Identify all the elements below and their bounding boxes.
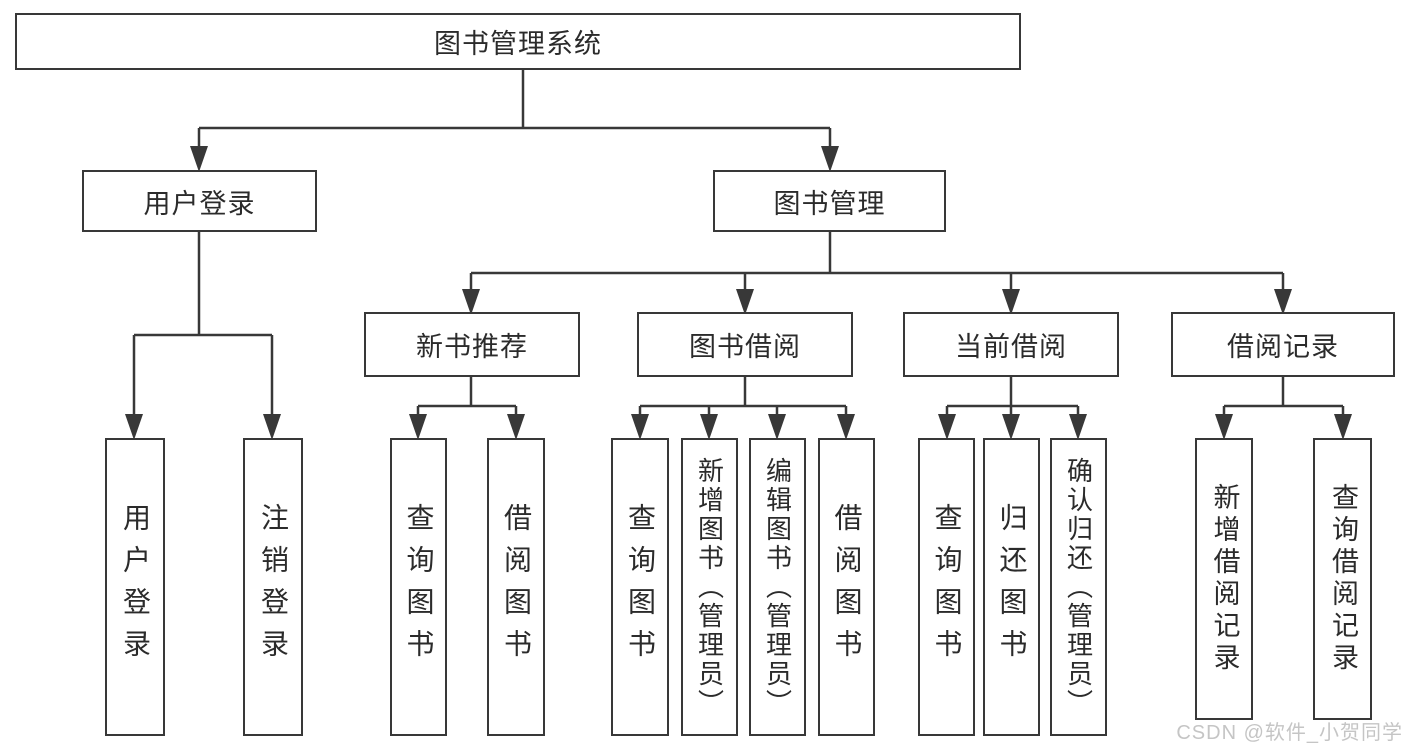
csdn-watermark: CSDN @软件_小贺同学 [1176, 722, 1403, 744]
leaf-return-books: 归还图书 [983, 438, 1040, 736]
node-user-login: 用户登录 [82, 170, 317, 232]
node-current-borrowing-label: 当前借阅 [955, 332, 1067, 362]
leaf-search-borrow-record: 查询借阅记录 [1313, 438, 1372, 720]
leaf-confirm-return-admin: 确认归还（管理员） [1050, 438, 1107, 736]
node-book-borrowing: 图书借阅 [637, 312, 853, 377]
leaf-borrow-books: 借阅图书 [818, 438, 875, 736]
node-library-system: 图书管理系统 [15, 13, 1021, 70]
leaf-search-books-recommend: 查询图书 [390, 438, 447, 736]
leaf-search-books-borrow: 查询图书 [611, 438, 669, 736]
leaf-confirm-return-admin-label: 确认归还（管理员） [1063, 456, 1094, 718]
node-book-management: 图书管理 [713, 170, 946, 232]
leaf-borrow-books-recommend-label: 借阅图书 [501, 503, 532, 671]
leaf-search-books-borrow-label: 查询图书 [625, 503, 656, 671]
node-borrowing-records-label: 借阅记录 [1227, 332, 1339, 362]
leaf-edit-books-admin-label: 编辑图书（管理员） [762, 456, 793, 718]
node-book-management-label: 图书管理 [773, 188, 886, 219]
node-user-login-label: 用户登录 [143, 188, 256, 219]
node-borrowing-records: 借阅记录 [1171, 312, 1395, 377]
leaf-add-books-admin: 新增图书（管理员） [681, 438, 738, 736]
leaf-search-borrow-record-label: 查询借阅记录 [1328, 483, 1358, 675]
leaf-add-borrow-record: 新增借阅记录 [1195, 438, 1253, 720]
leaf-add-borrow-record-label: 新增借阅记录 [1209, 483, 1240, 675]
leaf-search-books-current-label: 查询图书 [931, 503, 963, 671]
leaf-logout: 注销登录 [243, 438, 303, 736]
node-new-book-recommend: 新书推荐 [364, 312, 580, 377]
node-new-book-recommend-label: 新书推荐 [416, 332, 528, 362]
node-library-system-label: 图书管理系统 [434, 29, 602, 59]
arrowheads [125, 146, 1352, 440]
leaf-user-login-label: 用户登录 [120, 503, 151, 671]
leaf-return-books-label: 归还图书 [996, 503, 1028, 671]
leaf-edit-books-admin: 编辑图书（管理员） [749, 438, 806, 736]
leaf-logout-label: 注销登录 [258, 503, 289, 671]
leaf-borrow-books-recommend: 借阅图书 [487, 438, 545, 736]
leaf-user-login: 用户登录 [105, 438, 165, 736]
leaf-search-books-recommend-label: 查询图书 [403, 503, 435, 671]
leaf-add-books-admin-label: 新增图书（管理员） [694, 456, 725, 718]
node-current-borrowing: 当前借阅 [903, 312, 1119, 377]
leaf-borrow-books-label: 借阅图书 [831, 503, 863, 671]
leaf-search-books-current: 查询图书 [918, 438, 975, 736]
node-book-borrowing-label: 图书借阅 [689, 332, 801, 362]
